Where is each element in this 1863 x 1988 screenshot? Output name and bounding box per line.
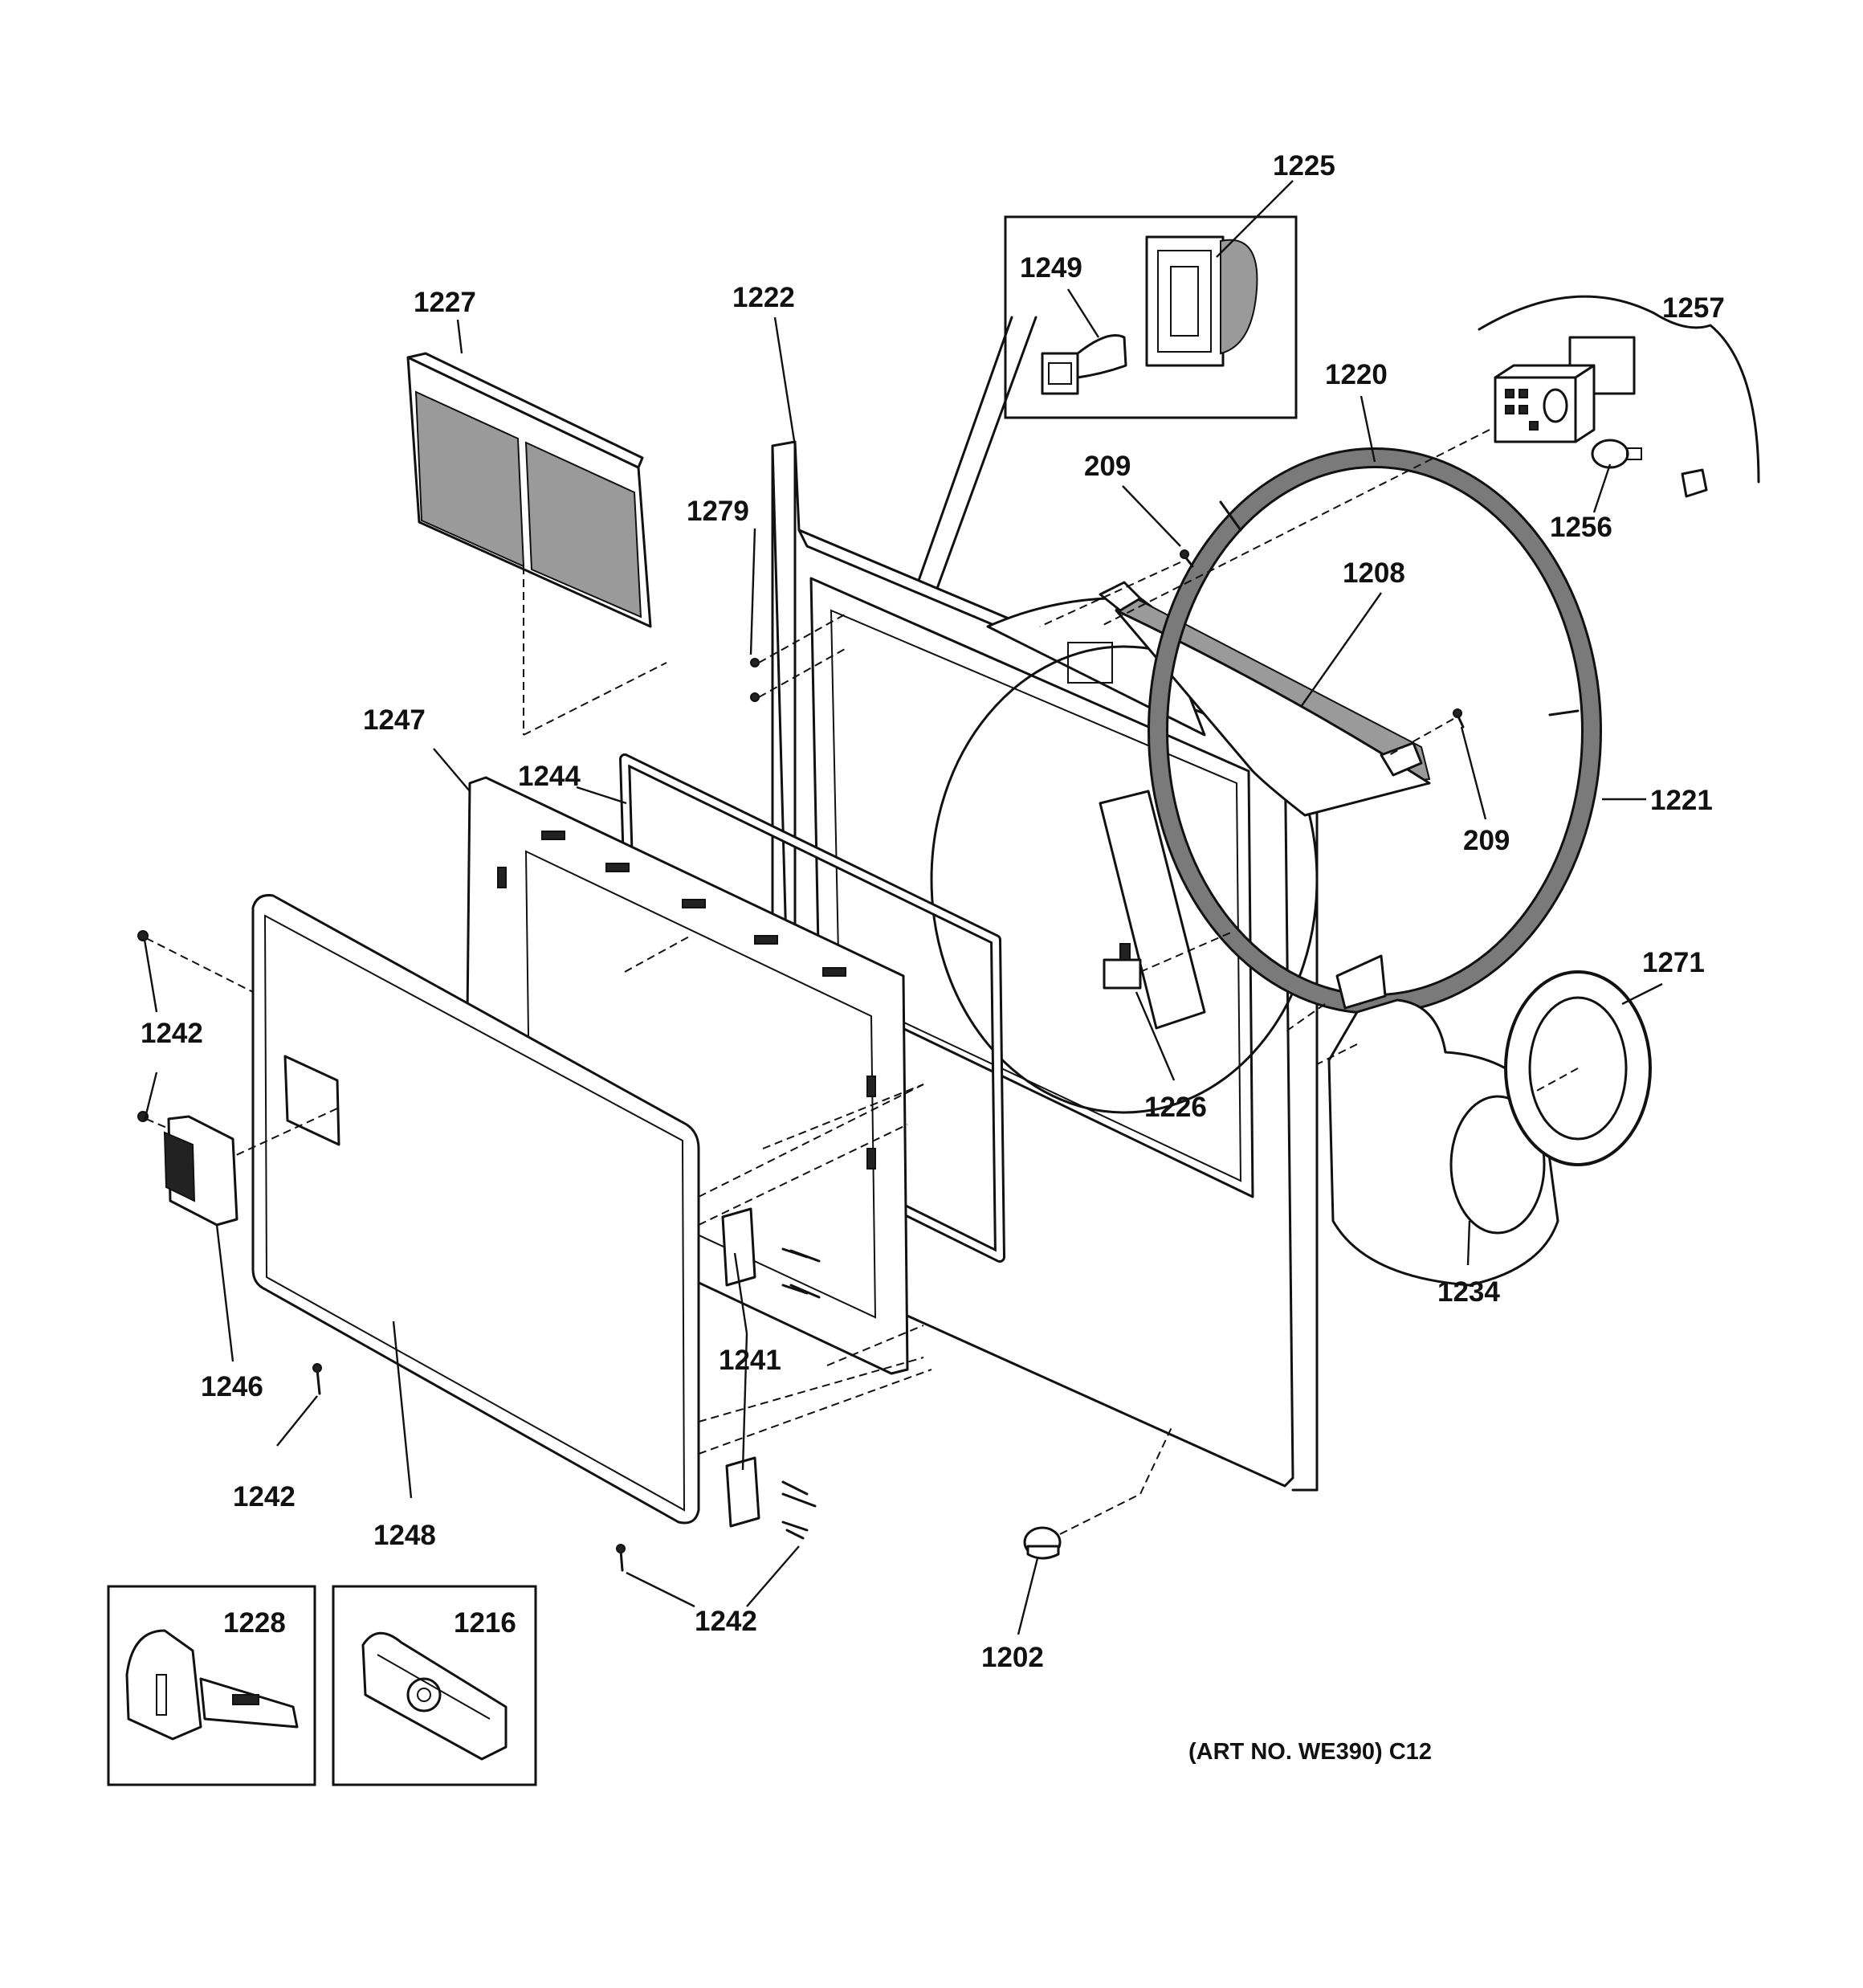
label-1244: 1244: [518, 761, 581, 792]
part-1226-door-switch: [1099, 790, 1233, 1030]
part-1208-drum-front: [930, 581, 1431, 1114]
label-1242-bottom: 1242: [695, 1606, 757, 1637]
leader-lines: [143, 180, 1663, 1635]
part-1271-duct-seal: [1504, 970, 1652, 1166]
label-1256: 1256: [1550, 512, 1612, 543]
part-number-labels: 1225 1249 1227 1222 1257 1220 209 1279 1…: [141, 150, 1725, 1673]
label-1221: 1221: [1650, 785, 1713, 816]
label-1225: 1225: [1273, 150, 1335, 182]
label-209-upper: 209: [1084, 451, 1131, 482]
label-1242-left: 1242: [141, 1018, 203, 1049]
label-1226: 1226: [1144, 1092, 1207, 1123]
part-1234-duct: [1284, 954, 1559, 1287]
part-209-screws: [1039, 549, 1465, 756]
inset-detail-box: [850, 215, 1298, 793]
label-1249: 1249: [1020, 252, 1082, 284]
part-1249-socket: [1041, 334, 1127, 395]
label-1208: 1208: [1343, 557, 1405, 589]
label-1227: 1227: [414, 287, 476, 318]
label-1271: 1271: [1642, 947, 1705, 978]
label-1247: 1247: [363, 704, 426, 736]
label-1241: 1241: [719, 1345, 781, 1376]
art-number-caption: (ART NO. WE390) C12: [1188, 1739, 1432, 1765]
label-1216: 1216: [454, 1607, 516, 1639]
part-1257-lamp-assembly: [1099, 295, 1760, 627]
detail-box-1228: [107, 1585, 316, 1786]
label-1222: 1222: [732, 282, 795, 313]
label-1202: 1202: [981, 1642, 1044, 1673]
label-1246: 1246: [201, 1371, 263, 1402]
label-1257: 1257: [1662, 292, 1725, 324]
part-1202-foot: [1023, 1425, 1173, 1560]
part-1227-filter: [406, 352, 667, 736]
label-1220: 1220: [1325, 359, 1388, 390]
part-1248-outer-door: [232, 894, 700, 1525]
part-1225-light-housing: [1145, 235, 1258, 367]
label-209-lower: 209: [1463, 825, 1510, 856]
assembly-guide-lines: [698, 1084, 932, 1455]
part-1246-handle: [163, 1115, 238, 1227]
part-1242-screws: [137, 930, 821, 1572]
label-1279: 1279: [687, 496, 749, 527]
label-1248: 1248: [373, 1520, 436, 1551]
label-1234: 1234: [1437, 1276, 1500, 1308]
label-1228: 1228: [223, 1607, 286, 1639]
detail-box-1216: [332, 1585, 537, 1786]
part-1279-screws: [750, 614, 846, 702]
label-1242-bottom-left: 1242: [233, 1481, 296, 1512]
